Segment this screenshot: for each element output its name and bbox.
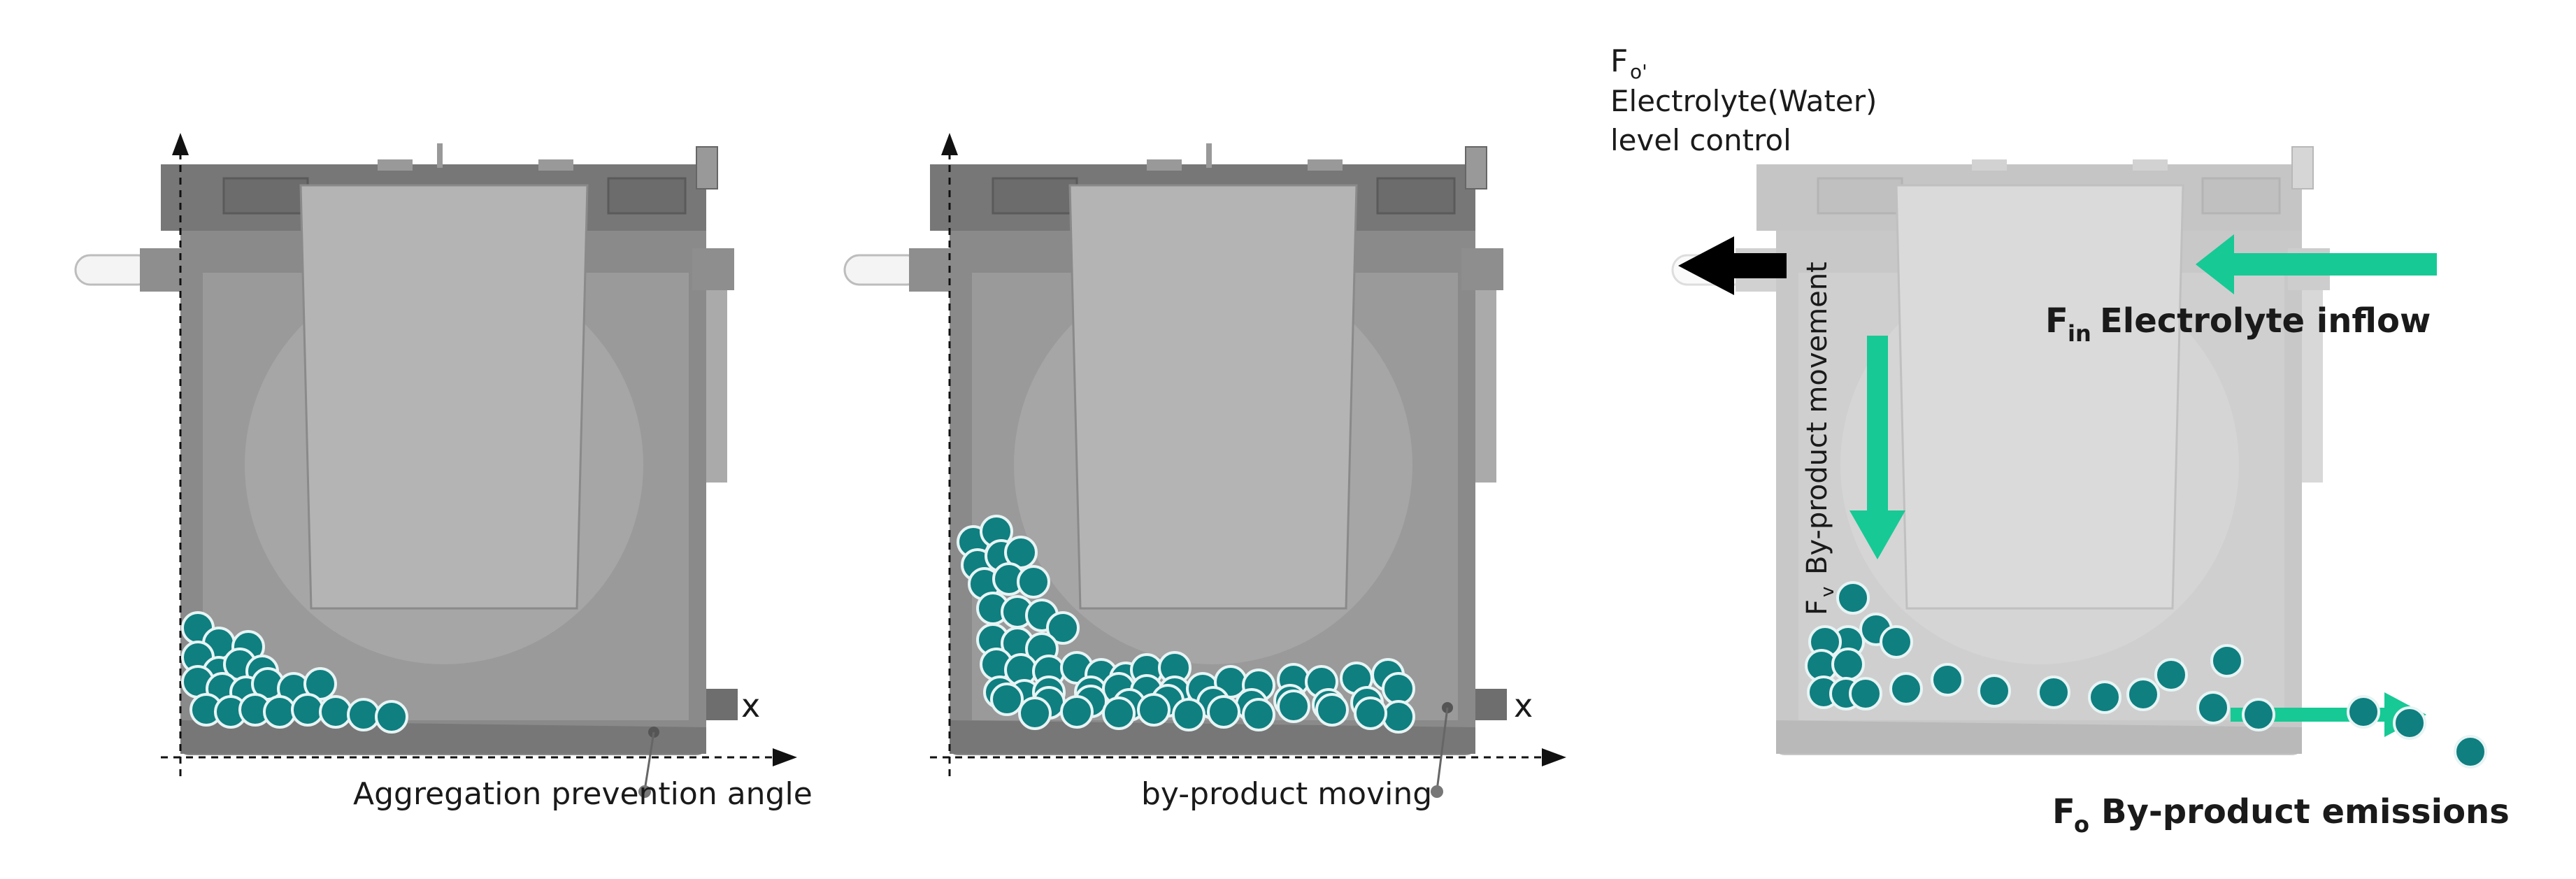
byproduct-ball xyxy=(1836,581,1870,615)
byproduct-ball xyxy=(2088,680,2121,714)
fv-symbol: F xyxy=(1801,599,1833,615)
byproduct-ball xyxy=(1060,695,1094,729)
leader-middle xyxy=(1436,707,1449,791)
byproduct-ball xyxy=(1018,696,1052,730)
panel-middle: x by-product moving xyxy=(843,133,1566,812)
fo-prime-symbol: F xyxy=(1610,43,1628,79)
fv-text: By-product movement xyxy=(1801,262,1833,575)
byproduct-ball xyxy=(1137,693,1171,727)
byproduct-ball xyxy=(2126,678,2160,711)
electrolyte-outflow-arrow xyxy=(1678,236,1787,295)
byproduct-ball xyxy=(2037,676,2070,709)
fin-text: Electrolyte inflow xyxy=(2100,301,2431,341)
caption-left: Aggregation prevention angle xyxy=(353,776,813,812)
fin-subscript: in xyxy=(2068,320,2091,347)
byproduct-ball xyxy=(1931,663,1964,696)
byproduct-ball xyxy=(1207,695,1240,729)
fo-prime-subscript: o' xyxy=(1630,60,1647,83)
byproduct-ball xyxy=(1354,696,1387,730)
x-axis-arrow-left xyxy=(773,748,797,766)
panel-right: F o' Electrolyte(Water) level control F … xyxy=(1610,43,2510,838)
byproduct-ball xyxy=(1242,698,1275,731)
byproduct-emission-arrow xyxy=(2231,692,2426,737)
byproduct-ball xyxy=(1889,672,1923,706)
byproduct-ball xyxy=(990,683,1024,716)
caption-middle: by-product moving xyxy=(1141,776,1432,812)
byproduct-ball xyxy=(1102,696,1136,730)
angle-leader-left xyxy=(643,731,655,791)
byproduct-ball xyxy=(2196,691,2230,724)
y-axis-arrow-left xyxy=(172,133,189,155)
tank-left xyxy=(74,143,738,755)
y-axis-arrow-middle xyxy=(941,133,958,155)
panel-left: x Aggregation prevention angle xyxy=(74,133,813,812)
byproduct-ball xyxy=(1382,700,1415,734)
tank-middle xyxy=(843,143,1507,755)
byproduct-ball xyxy=(2454,735,2487,769)
byproduct-ball xyxy=(1046,611,1080,645)
byproduct-cluster-right xyxy=(1805,581,2487,769)
x-axis-arrow-middle xyxy=(1542,748,1566,766)
byproduct-ball xyxy=(2154,658,2188,692)
byproduct-ball xyxy=(1880,625,1913,659)
fv-subscript: v xyxy=(1817,587,1838,597)
byproduct-ball xyxy=(2210,644,2244,678)
byproduct-ball xyxy=(1831,648,1865,681)
byproduct-ball xyxy=(2242,698,2275,731)
byproduct-ball xyxy=(1172,698,1205,731)
byproduct-ball xyxy=(1977,674,2011,708)
x-axis-label-left: x xyxy=(741,687,760,724)
byproduct-ball xyxy=(1315,693,1349,727)
angle-leader-dot-left xyxy=(638,785,651,798)
byproduct-ball xyxy=(1849,677,1882,710)
byproduct-ball xyxy=(375,700,408,734)
byproduct-ball xyxy=(291,693,324,727)
byproduct-ball xyxy=(319,695,352,729)
byproduct-cluster-left xyxy=(181,611,408,734)
label-fv: F v By-product movement xyxy=(1801,262,1838,615)
x-axis-label-middle: x xyxy=(1514,687,1533,724)
fo-prime-line2: level control xyxy=(1610,123,1791,157)
byproduct-ball xyxy=(1017,565,1050,599)
fo-subscript: o xyxy=(2074,811,2089,838)
byproduct-ball xyxy=(2393,706,2426,740)
byproduct-ball xyxy=(1277,689,1310,723)
fo-text: By-product emissions xyxy=(2101,792,2510,831)
electrolyte-inflow-arrow xyxy=(2196,234,2437,294)
byproduct-ball xyxy=(347,698,380,731)
label-fo-prime: F o' Electrolyte(Water) level control xyxy=(1610,43,1877,157)
label-fo: F o By-product emissions xyxy=(2052,792,2510,838)
byproduct-ball xyxy=(2347,695,2380,729)
fo-prime-line1: Electrolyte(Water) xyxy=(1610,84,1877,118)
byproduct-cluster-middle xyxy=(957,515,1415,734)
leader-dot-middle xyxy=(1431,785,1443,798)
byproduct-ball xyxy=(1382,672,1415,706)
byproduct-movement-arrow xyxy=(1849,336,1905,559)
fo-symbol: F xyxy=(2052,792,2075,831)
label-fin: F in Electrolyte inflow xyxy=(2045,301,2431,347)
tank-right xyxy=(1671,146,2330,755)
byproduct-ball xyxy=(263,695,296,729)
fin-symbol: F xyxy=(2045,301,2068,341)
